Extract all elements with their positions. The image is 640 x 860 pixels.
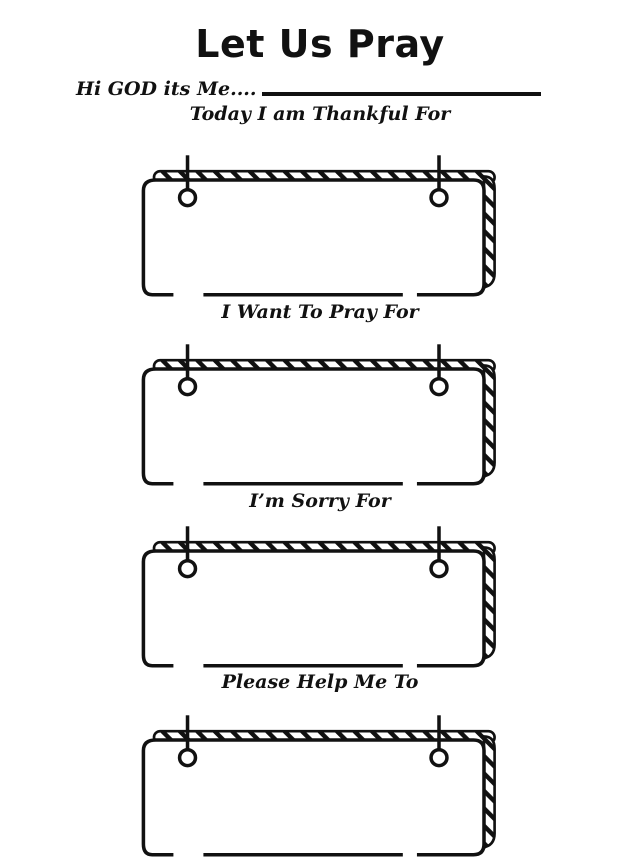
section-title-thankful: Today I am Thankful For [189,103,451,125]
hanging-board-icon [141,713,497,857]
hanging-board-icon [141,342,497,486]
writing-box-thankful[interactable] [114,150,524,300]
greeting-text: Hi GOD its Me.... [76,78,257,100]
greeting-write-line[interactable] [262,92,541,96]
section-title-pray-for: I Want To Pray For [221,301,419,323]
writing-box-help-me[interactable] [114,710,524,860]
writing-box-sorry-for[interactable] [114,521,524,671]
section-title-help-me: Please Help Me To [221,671,419,693]
section-title-sorry-for: I’m Sorry For [249,490,391,512]
worksheet-title: Let Us Pray [195,22,445,66]
hanging-board-icon [141,153,497,297]
writing-box-pray-for[interactable] [114,339,524,489]
hanging-board-icon [141,524,497,668]
